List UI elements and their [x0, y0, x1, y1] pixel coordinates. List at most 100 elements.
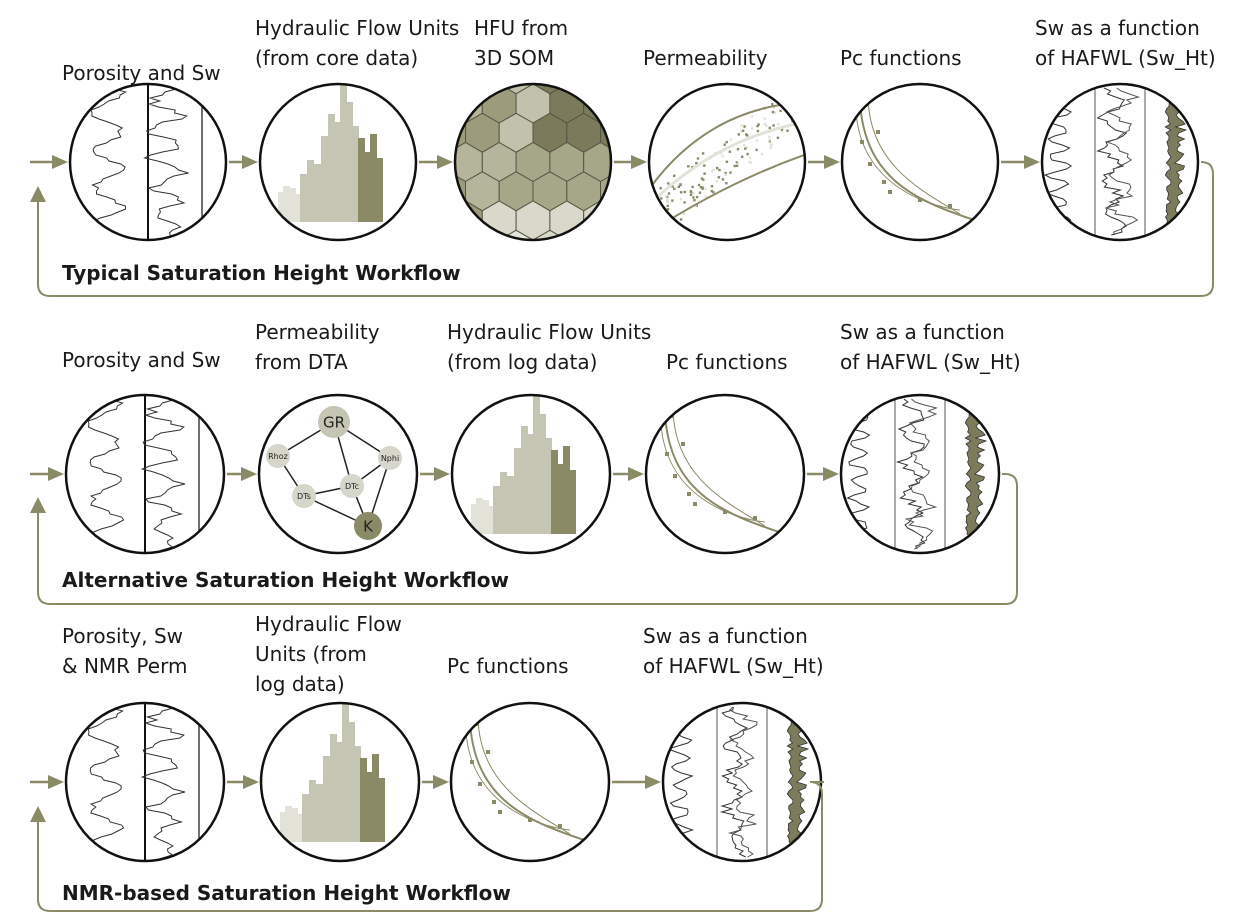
- pc-curve-secondary: [477, 717, 571, 835]
- scatter-point: [751, 127, 754, 130]
- scatter-point: [725, 182, 728, 185]
- som-cell: [415, 201, 449, 240]
- entry-arrow-head: [48, 775, 64, 789]
- pc-curves-icon: [452, 704, 608, 860]
- scatter-point: [673, 187, 676, 191]
- scatter-point: [770, 143, 773, 146]
- scatter-point: [696, 157, 700, 160]
- network-node-label: K: [363, 517, 374, 535]
- scatter-point: [745, 146, 748, 149]
- connector-arrow-head: [437, 155, 453, 169]
- som-cell: [668, 230, 702, 269]
- scatter-point: [691, 185, 694, 189]
- histogram-bar: [487, 506, 494, 534]
- som-cell: [651, 0, 685, 6]
- connector-arrow-head: [628, 467, 644, 481]
- porosity-curve: [87, 396, 125, 552]
- network-node-label: Rhoz: [268, 452, 288, 461]
- scatter-point: [749, 161, 753, 164]
- som-cell: [584, 0, 618, 6]
- scatter-point: [712, 191, 715, 194]
- scatter-point: [710, 185, 714, 188]
- som-cell: [651, 260, 685, 299]
- scatter-point: [756, 129, 760, 133]
- logs-icon: [67, 396, 223, 552]
- scatter-point: [784, 103, 787, 106]
- step-circle: [259, 701, 421, 863]
- histogram-bar: [278, 192, 285, 222]
- step-label: Hydraulic Flow Units (from log data): [447, 320, 652, 374]
- feedback-loop: [37, 781, 824, 912]
- scatter-point: [721, 154, 725, 158]
- histogram-bar: [569, 470, 576, 534]
- scatter-point: [772, 124, 775, 127]
- pc-point: [753, 516, 757, 520]
- scatter-point: [697, 183, 701, 187]
- sw-curve: [140, 704, 186, 860]
- pc-point: [687, 492, 691, 496]
- histogram-bar: [300, 174, 307, 222]
- pc-point: [528, 818, 532, 822]
- feedback-loop: [37, 161, 1214, 297]
- pc-curves-icon: [843, 85, 997, 239]
- scatter-point: [725, 160, 729, 163]
- som-cell: [600, 85, 610, 95]
- scatter-point: [781, 130, 784, 133]
- pc-point: [868, 162, 872, 166]
- pc-point: [498, 810, 502, 814]
- step-background: [1043, 85, 1197, 239]
- histogram-bar: [334, 122, 341, 222]
- scatter-point: [792, 86, 795, 89]
- step-label: Pc functions: [666, 350, 788, 374]
- scatter-point: [757, 123, 760, 126]
- scatter-point: [699, 186, 703, 189]
- som-cell: [566, 85, 601, 95]
- scatter-point: [659, 207, 663, 211]
- scatter-point: [679, 183, 682, 186]
- scatter-point: [716, 166, 719, 170]
- scatter-point: [721, 178, 725, 181]
- step-label: Porosity and Sw: [62, 348, 221, 372]
- scatter-point: [660, 197, 663, 200]
- scatter-point: [667, 192, 671, 195]
- feedback-loop: [37, 473, 1018, 605]
- scatter-point: [780, 128, 784, 131]
- scatter-point: [683, 190, 686, 194]
- scatter-point: [782, 91, 786, 94]
- som-cell: [415, 84, 449, 123]
- histogram-bar: [563, 446, 570, 534]
- scatter-point: [748, 156, 752, 159]
- scatter-point: [740, 124, 743, 127]
- feedback-arrow-head: [30, 186, 46, 202]
- som-cell: [314, 0, 348, 6]
- som-cell: [398, 289, 432, 328]
- som-cell: [550, 0, 584, 6]
- scatter-point: [768, 126, 771, 130]
- histogram-bar: [376, 158, 383, 222]
- connector-arrow-head: [1024, 155, 1040, 169]
- histogram-bar: [309, 780, 316, 842]
- network-node: [354, 512, 382, 540]
- som-cell: [482, 0, 516, 6]
- som-cell: [567, 0, 601, 35]
- connector-arrow-head: [243, 775, 259, 789]
- histogram-bar: [346, 102, 353, 222]
- scatter-point: [687, 165, 690, 168]
- histogram-bar: [342, 704, 349, 842]
- workflow-title: Alternative Saturation Height Workflow: [62, 568, 509, 592]
- scatter-point: [695, 161, 698, 165]
- connector-arrow-head: [241, 467, 257, 481]
- step-circle: [840, 82, 1000, 242]
- scatter-point: [756, 124, 759, 128]
- scatter-point: [682, 212, 686, 215]
- scatter-point: [750, 115, 754, 118]
- scatter-point: [777, 123, 780, 126]
- scatter-point: [744, 147, 747, 150]
- som-cell: [516, 0, 550, 6]
- scatter-point: [719, 151, 723, 155]
- scatter-point: [746, 134, 749, 137]
- scatter-point: [765, 124, 768, 127]
- pc-point: [492, 800, 496, 804]
- histogram-bar: [551, 450, 558, 534]
- som-cell: [668, 0, 702, 35]
